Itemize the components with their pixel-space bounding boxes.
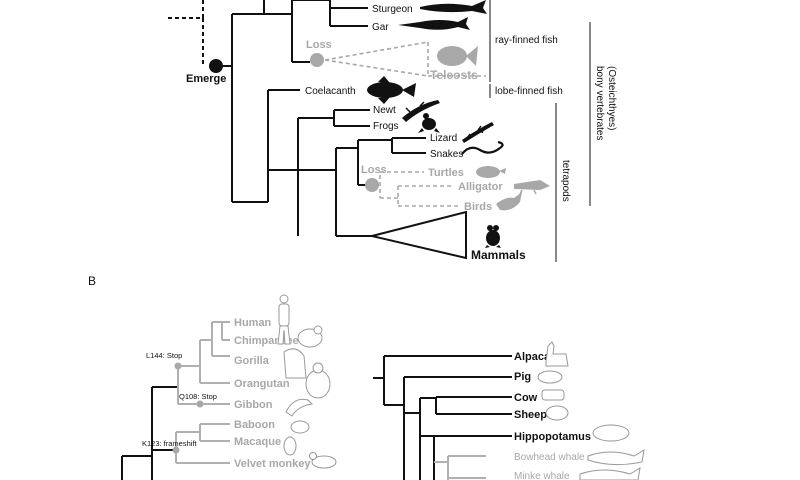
velvet-monkey-icon xyxy=(309,452,337,469)
taxon-alligator: Alligator xyxy=(458,181,503,193)
ungulate-minke-whale: Minke whale xyxy=(514,471,570,480)
gibbon-icon xyxy=(285,398,314,417)
primate-gorilla: Gorilla xyxy=(234,355,270,367)
taxon-birds: Birds xyxy=(464,201,492,213)
teleost-fish-icon xyxy=(437,46,478,66)
human-icon xyxy=(277,294,291,345)
primate-orangutan: Orangutan xyxy=(234,378,290,390)
sheep-icon xyxy=(545,405,569,421)
stem-dashed-branch xyxy=(168,0,204,19)
loss-label-tetrapods: Loss xyxy=(361,164,387,176)
newt-icon xyxy=(402,100,440,122)
group-lobe-finned: lobe-finned fish xyxy=(495,86,563,97)
chimpanzee-icon xyxy=(297,325,323,348)
lizard-icon xyxy=(462,122,494,143)
primate-macaque: Macaque xyxy=(234,436,281,448)
ungulate-sheep: Sheep xyxy=(514,409,547,421)
ungulate-pig: Pig xyxy=(514,371,531,383)
ungulate-hippopotamus: Hippopotamus xyxy=(514,431,591,443)
coelacanth-icon xyxy=(367,76,416,104)
primate-human: Human xyxy=(234,317,272,329)
baboon-icon xyxy=(290,420,310,434)
macaque-icon xyxy=(283,436,297,456)
alligator-icon xyxy=(514,180,550,195)
group-tetrapods: tetrapods xyxy=(560,160,571,202)
panel-b-label: B xyxy=(88,274,96,288)
snake-icon xyxy=(461,140,504,155)
taxon-newt: Newt xyxy=(373,105,396,116)
teleost-lost-triangle xyxy=(324,41,429,77)
turtle-icon xyxy=(475,166,506,179)
primate-gibbon: Gibbon xyxy=(234,399,273,411)
taxon-gar: Gar xyxy=(372,22,389,33)
primate-tree xyxy=(121,321,230,480)
gorilla-icon xyxy=(283,348,307,379)
mammal-rodent-icon xyxy=(485,225,501,248)
taxon-frogs: Frogs xyxy=(373,121,399,132)
group-ray-finned: ray-finned fish xyxy=(495,35,558,46)
taxon-snakes: Snakes xyxy=(430,149,463,160)
gar-icon xyxy=(398,17,470,30)
primate-baboon: Baboon xyxy=(234,419,275,431)
panel-a-tree xyxy=(168,0,486,260)
primate-velvet-monkey: Velvet monkey xyxy=(234,458,311,470)
ungulate-alpaca: Alpaca xyxy=(514,351,551,363)
emerge-label: Emerge xyxy=(186,73,226,85)
hippopotamus-icon xyxy=(592,424,630,442)
taxon-teleosts: Teleosts xyxy=(430,68,478,82)
taxon-lizard: Lizard xyxy=(430,133,457,144)
bird-icon xyxy=(496,192,522,211)
mutation-node-k123 xyxy=(172,446,180,454)
mutation-k123: K123: frameshift xyxy=(142,439,198,448)
group-bony-vertebrates: bony vertebrates xyxy=(594,66,605,141)
cow-icon xyxy=(541,389,565,401)
bowhead-whale-icon xyxy=(587,449,645,466)
loss-node-fish xyxy=(310,53,324,67)
cetartiodactyl-tree xyxy=(373,355,512,480)
mutation-node-q108 xyxy=(196,400,204,408)
loss-node-tetrapods xyxy=(365,178,379,192)
taxon-mammals: Mammals xyxy=(471,248,526,262)
mutation-q108: Q108: Stop xyxy=(179,392,217,401)
mutation-node-l144 xyxy=(174,362,182,370)
pig-icon xyxy=(537,370,563,384)
mammals-triangle xyxy=(371,210,467,260)
minke-whale-icon xyxy=(579,467,641,480)
alpaca-icon xyxy=(545,341,569,367)
loss-label-fish: Loss xyxy=(306,39,332,51)
mutation-l144: L144: Stop xyxy=(146,351,182,360)
ungulate-cow: Cow xyxy=(514,392,538,404)
taxon-sturgeon: Sturgeon xyxy=(372,4,413,15)
taxon-coelacanth: Coelacanth xyxy=(305,86,356,97)
sturgeon-icon xyxy=(420,0,487,14)
orangutan-icon xyxy=(305,362,331,399)
emerge-node xyxy=(209,59,223,73)
ungulate-bowhead-whale: Bowhead whale xyxy=(514,452,585,463)
frog-icon xyxy=(418,113,440,133)
group-osteichthyes: (Osteichthyes) xyxy=(606,66,617,130)
taxon-turtles: Turtles xyxy=(428,167,464,179)
